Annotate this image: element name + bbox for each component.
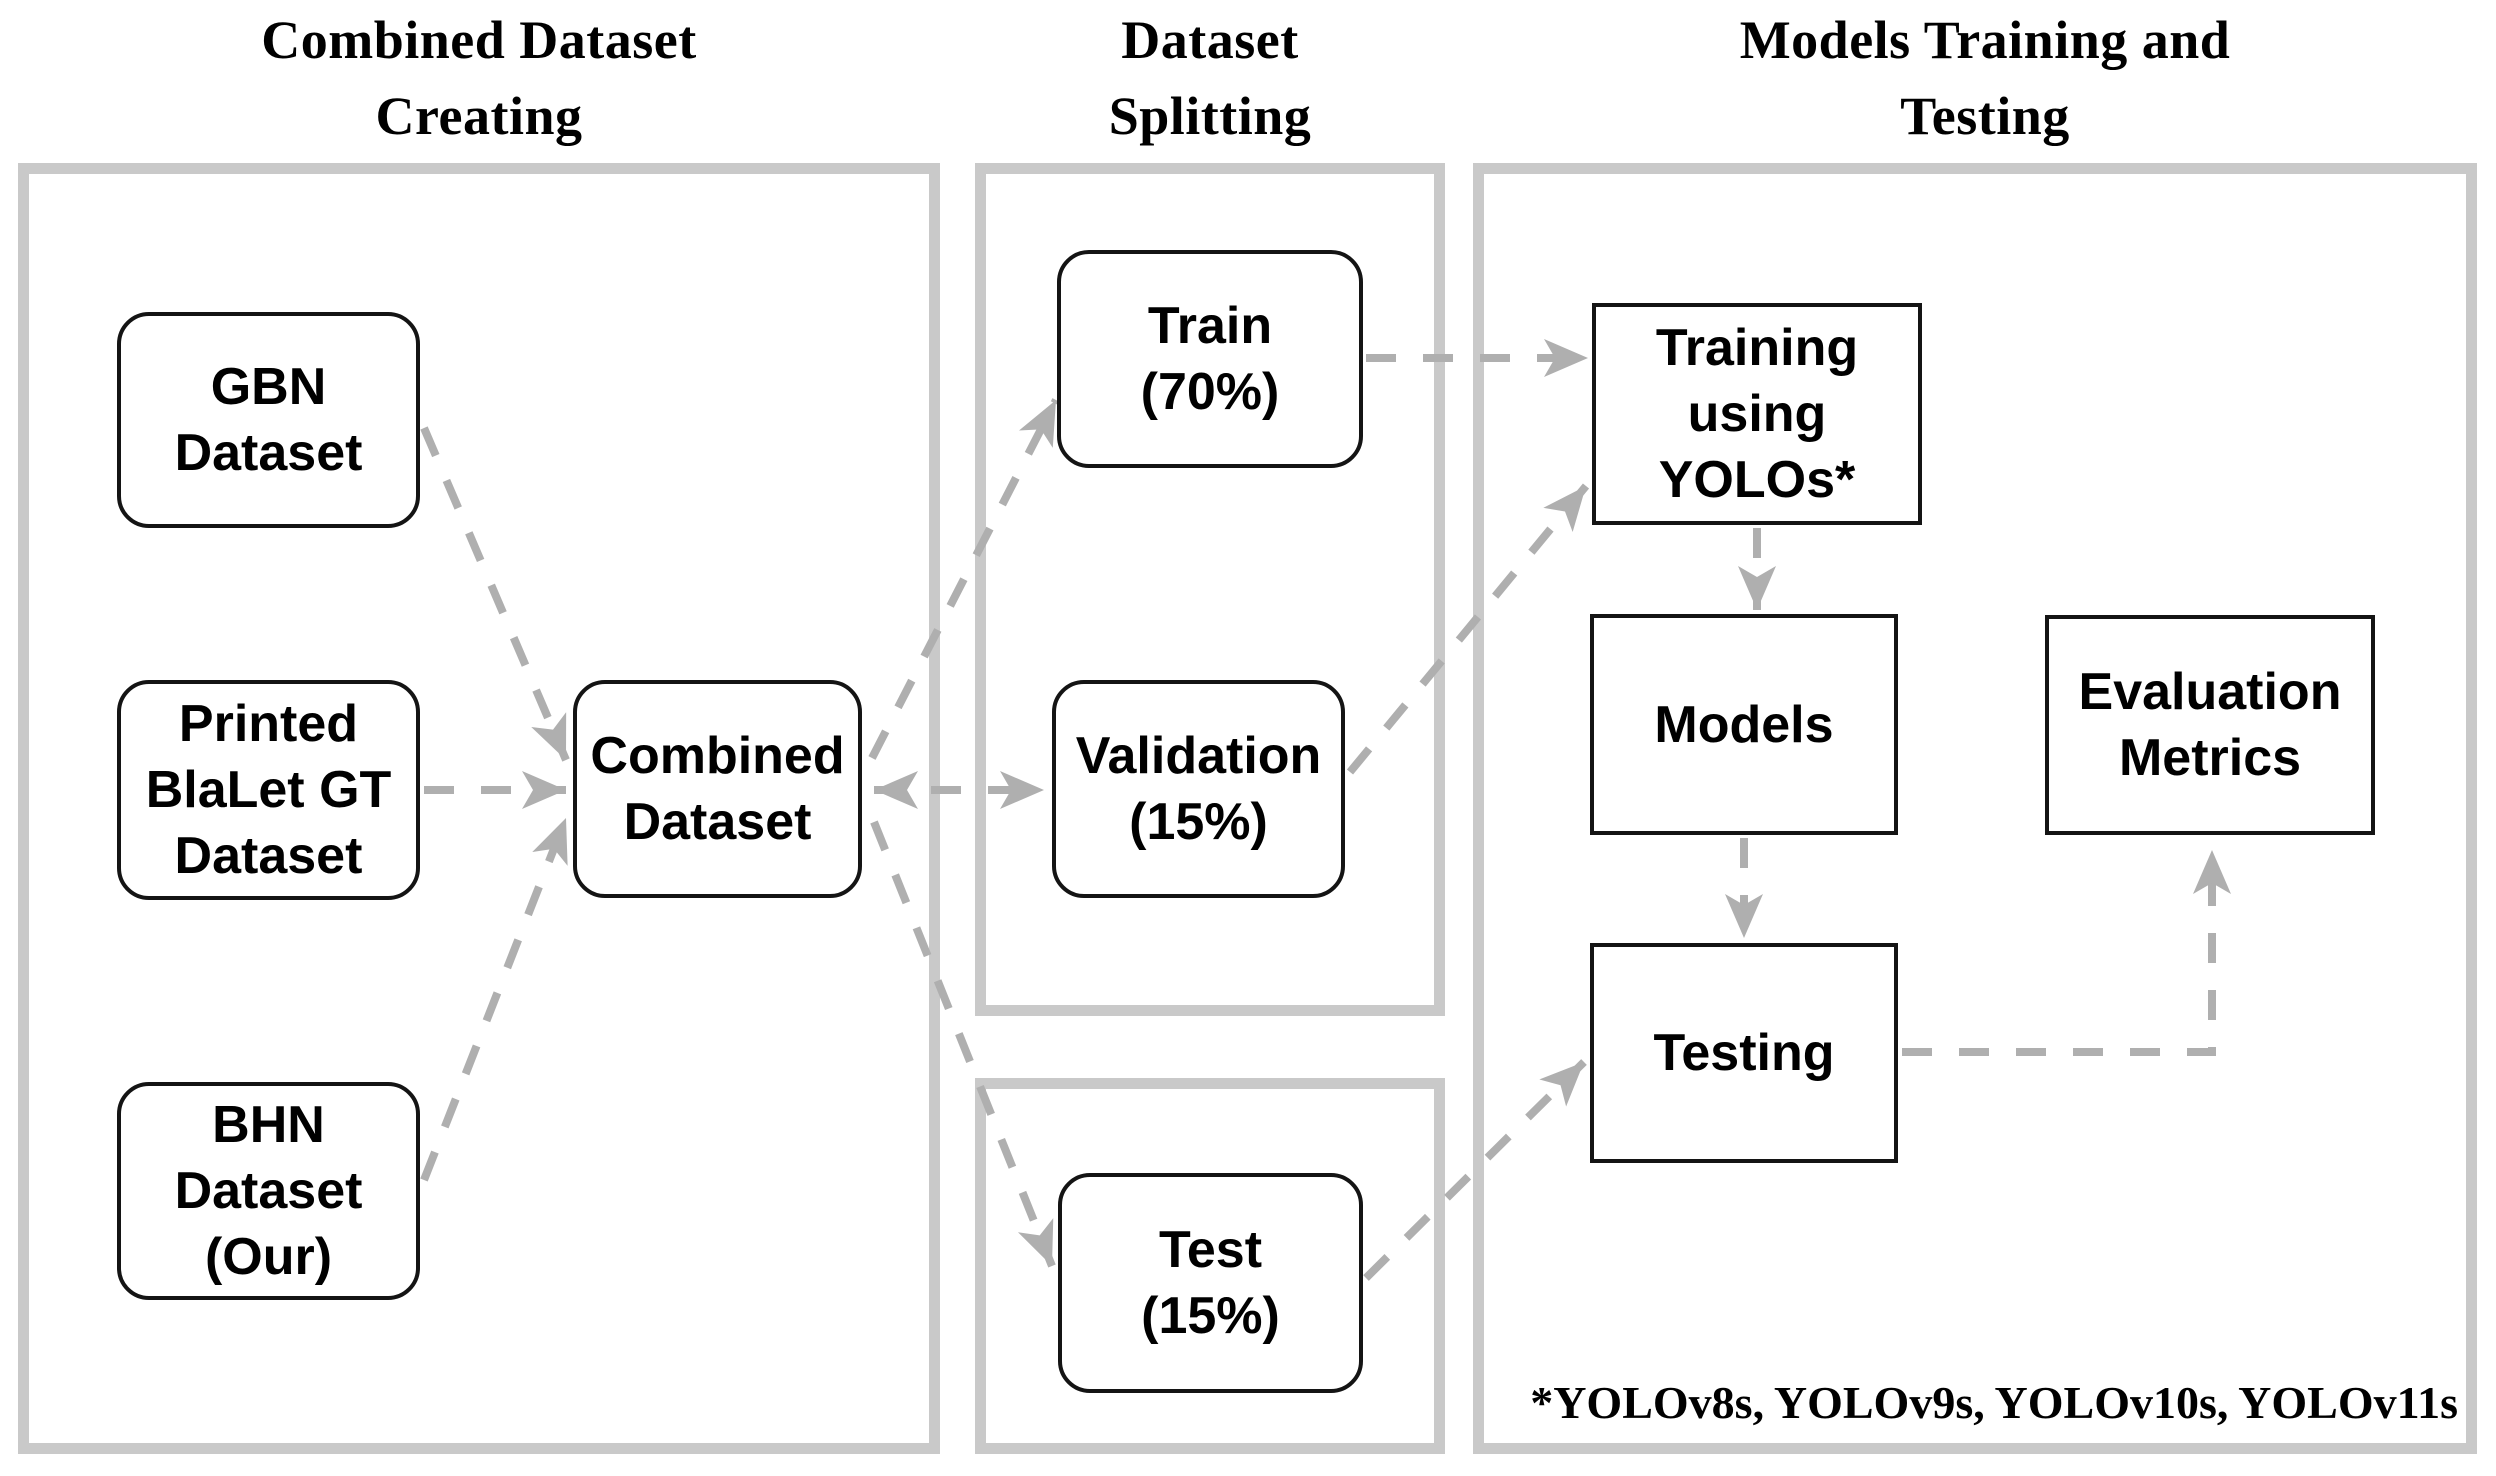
node-gbn-dataset-label: GBN Dataset bbox=[174, 358, 363, 482]
node-testing: Testing bbox=[1590, 943, 1898, 1163]
column-title-dataset-splitting: Dataset Splitting bbox=[1108, 10, 1312, 146]
node-bhn-dataset: BHN Dataset (Our) bbox=[117, 1082, 420, 1300]
panel-models-training-and-testing bbox=[1473, 163, 2477, 1454]
node-train-split-label: Train (70%) bbox=[1140, 297, 1280, 421]
node-test-split-label: Test (15%) bbox=[1141, 1221, 1280, 1345]
node-gbn-dataset: GBN Dataset bbox=[117, 312, 420, 528]
node-models-label: Models bbox=[1654, 695, 1834, 754]
node-validation-split: Validation (15%) bbox=[1052, 680, 1345, 898]
node-evaluation-metrics-label: Evaluation Metrics bbox=[2078, 663, 2342, 787]
yolo-versions-footnote: *YOLOv8s, YOLOv9s, YOLOv10s, YOLOv11s bbox=[1530, 1377, 2458, 1428]
node-testing-label: Testing bbox=[1653, 1024, 1835, 1082]
node-bhn-dataset-label: BHN Dataset (Our) bbox=[174, 1096, 363, 1286]
column-title-models-training-and-testing: Models Training and Testing bbox=[1739, 10, 2231, 146]
node-combined-dataset: Combined Dataset bbox=[573, 680, 862, 898]
node-training-using-yolos-label: Training using YOLOs* bbox=[1655, 319, 1859, 509]
node-validation-split-label: Validation (15%) bbox=[1075, 727, 1322, 851]
node-test-split: Test (15%) bbox=[1058, 1173, 1363, 1393]
node-training-using-yolos: Training using YOLOs* bbox=[1592, 303, 1922, 525]
node-printed-blalet-gt-dataset: Printed BlaLet GT Dataset bbox=[117, 680, 420, 900]
node-train-split: Train (70%) bbox=[1057, 250, 1363, 468]
column-title-combined-dataset-creating: Combined Dataset Creating bbox=[261, 10, 697, 146]
node-printed-blalet-gt-dataset-label: Printed BlaLet GT Dataset bbox=[145, 695, 392, 885]
node-models: Models bbox=[1590, 614, 1898, 835]
node-evaluation-metrics: Evaluation Metrics bbox=[2045, 615, 2375, 835]
node-combined-dataset-label: Combined Dataset bbox=[590, 727, 845, 851]
